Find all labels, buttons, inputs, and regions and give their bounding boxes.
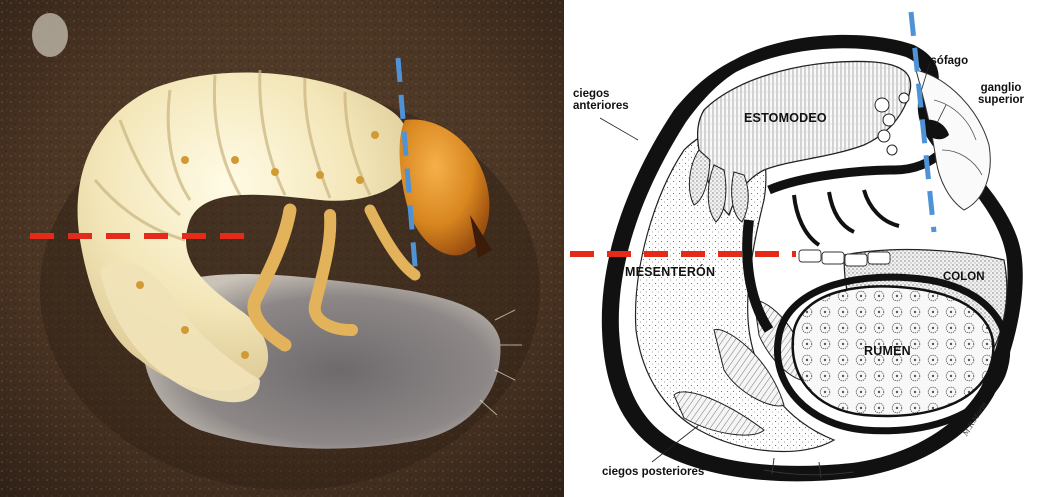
label-mesenteron: MESENTERÓN (625, 266, 715, 279)
label-colon: COLON (943, 271, 985, 283)
larva-photo-illustration (0, 0, 564, 497)
label-estomodeo: ESTOMODEO (744, 112, 827, 125)
larva-photo (0, 0, 564, 497)
pebble (32, 13, 68, 57)
label-rumen: RUMEN (864, 345, 911, 358)
label-ciegos-posteriores: ciegos posteriores (602, 466, 704, 478)
label-ganglio-superior: ganglio superior (978, 82, 1024, 106)
digestive-system-diagram: ciegos anteriores ESTOMODEO esófago gang… (564, 0, 1049, 497)
label-ciegos-anteriores: ciegos anteriores (573, 88, 629, 112)
label-esofago: esófago (924, 55, 968, 67)
